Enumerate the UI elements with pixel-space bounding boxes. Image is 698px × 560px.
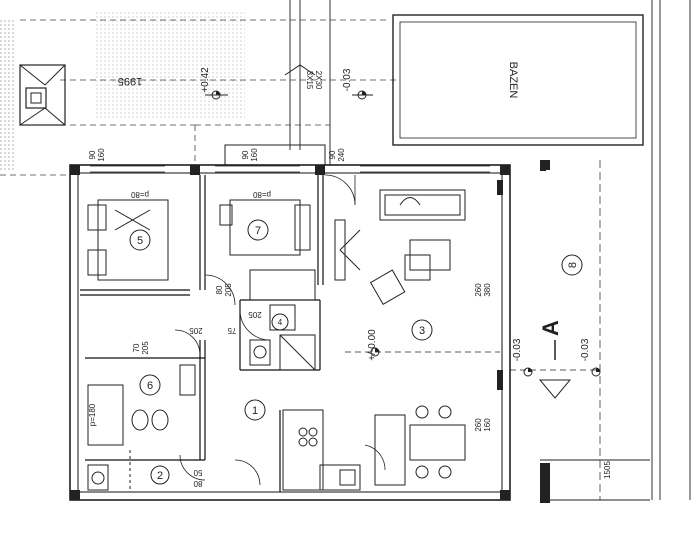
svg-text:-0.03: -0.03 (512, 338, 523, 361)
svg-text:1: 1 (252, 405, 258, 417)
svg-text:75: 75 (227, 326, 236, 335)
svg-text:260: 260 (474, 283, 483, 297)
chimney-element (19, 64, 66, 126)
kitchen (282, 409, 361, 491)
svg-text:160: 160 (250, 148, 259, 162)
svg-text:205: 205 (141, 341, 150, 355)
svg-text:90: 90 (241, 150, 250, 159)
entrance-2 (87, 450, 131, 491)
svg-text:+0.42: +0.42 (200, 67, 211, 93)
svg-text:90: 90 (88, 150, 97, 159)
svg-text:205: 205 (224, 283, 233, 297)
svg-text:260: 260 (474, 418, 483, 432)
svg-text:p=180: p=180 (88, 403, 97, 426)
pool-label: BAZEN (507, 62, 519, 99)
level-marker-top-right: -0.03 (342, 68, 373, 100)
dashed-lines (0, 19, 400, 176)
dining-table (374, 405, 466, 486)
column-lines (289, 0, 691, 500)
room-6-marker (139, 374, 161, 396)
svg-text:1505: 1505 (603, 461, 612, 479)
marker-square (540, 165, 546, 171)
svg-text:3: 3 (419, 325, 425, 337)
svg-text:80: 80 (215, 285, 224, 294)
pool: BAZEN (392, 14, 644, 146)
exterior-walls (69, 164, 511, 501)
room-1-marker (244, 399, 266, 421)
door-arcs (174, 174, 386, 486)
svg-text:50: 50 (193, 468, 202, 477)
room-3-marker (411, 319, 433, 341)
svg-text:380: 380 (483, 283, 492, 297)
level-marker-right-b: -0.03 (580, 338, 601, 377)
dim-2x30: 2X30 (314, 71, 323, 90)
left-hatched-strip (0, 20, 14, 170)
section-marker-a: A (538, 320, 572, 399)
level-marker-center: +/-0.00 (345, 329, 500, 361)
svg-text:160: 160 (97, 148, 106, 162)
balcony-box (224, 144, 326, 166)
armchair (369, 269, 406, 305)
room-5-marker (129, 229, 151, 251)
svg-text:5: 5 (137, 235, 143, 247)
terrace-right (510, 160, 650, 501)
window-sills (90, 165, 490, 173)
room-7-marker (247, 219, 269, 241)
svg-text:90: 90 (328, 150, 337, 159)
svg-text:A: A (538, 320, 563, 336)
room-4-marker (271, 313, 289, 331)
svg-text:+/-0.00: +/-0.00 (367, 329, 378, 361)
svg-text:240: 240 (337, 148, 346, 162)
bathroom-6 (87, 364, 196, 446)
room-2-marker (150, 465, 170, 485)
svg-text:205: 205 (189, 326, 203, 335)
svg-text:p=80: p=80 (252, 190, 271, 199)
tv-stand (334, 219, 361, 281)
svg-text:2: 2 (157, 470, 163, 482)
sofa (379, 189, 466, 221)
svg-text:6: 6 (147, 380, 153, 392)
svg-text:4: 4 (278, 318, 283, 327)
svg-text:80: 80 (193, 479, 202, 488)
level-marker-right-a: -0.03 (512, 338, 533, 377)
dim-3x15: 3X15 (305, 71, 314, 90)
room-8-marker (561, 254, 583, 276)
dimension-labels: 90 160 90 160 90 240 p=80 p=80 80 205 20… (88, 148, 612, 488)
bed-room-7 (219, 199, 316, 301)
svg-text:70: 70 (132, 343, 141, 352)
svg-text:p=80: p=80 (130, 190, 149, 199)
svg-text:7: 7 (255, 225, 261, 237)
bed-room-5 (87, 199, 169, 281)
svg-text:8: 8 (567, 262, 579, 268)
svg-text:205: 205 (248, 310, 262, 319)
level-marker-top-left: +0.42 (200, 67, 228, 100)
svg-text:-0.03: -0.03 (580, 338, 591, 361)
svg-text:160: 160 (483, 418, 492, 432)
interior-walls (80, 175, 324, 492)
rugs (404, 239, 451, 281)
stair-arrow (284, 64, 316, 76)
svg-text:-0.03: -0.03 (342, 68, 353, 91)
terrace-dotted-area (95, 10, 245, 120)
dim-1995: 1995 (118, 75, 142, 87)
